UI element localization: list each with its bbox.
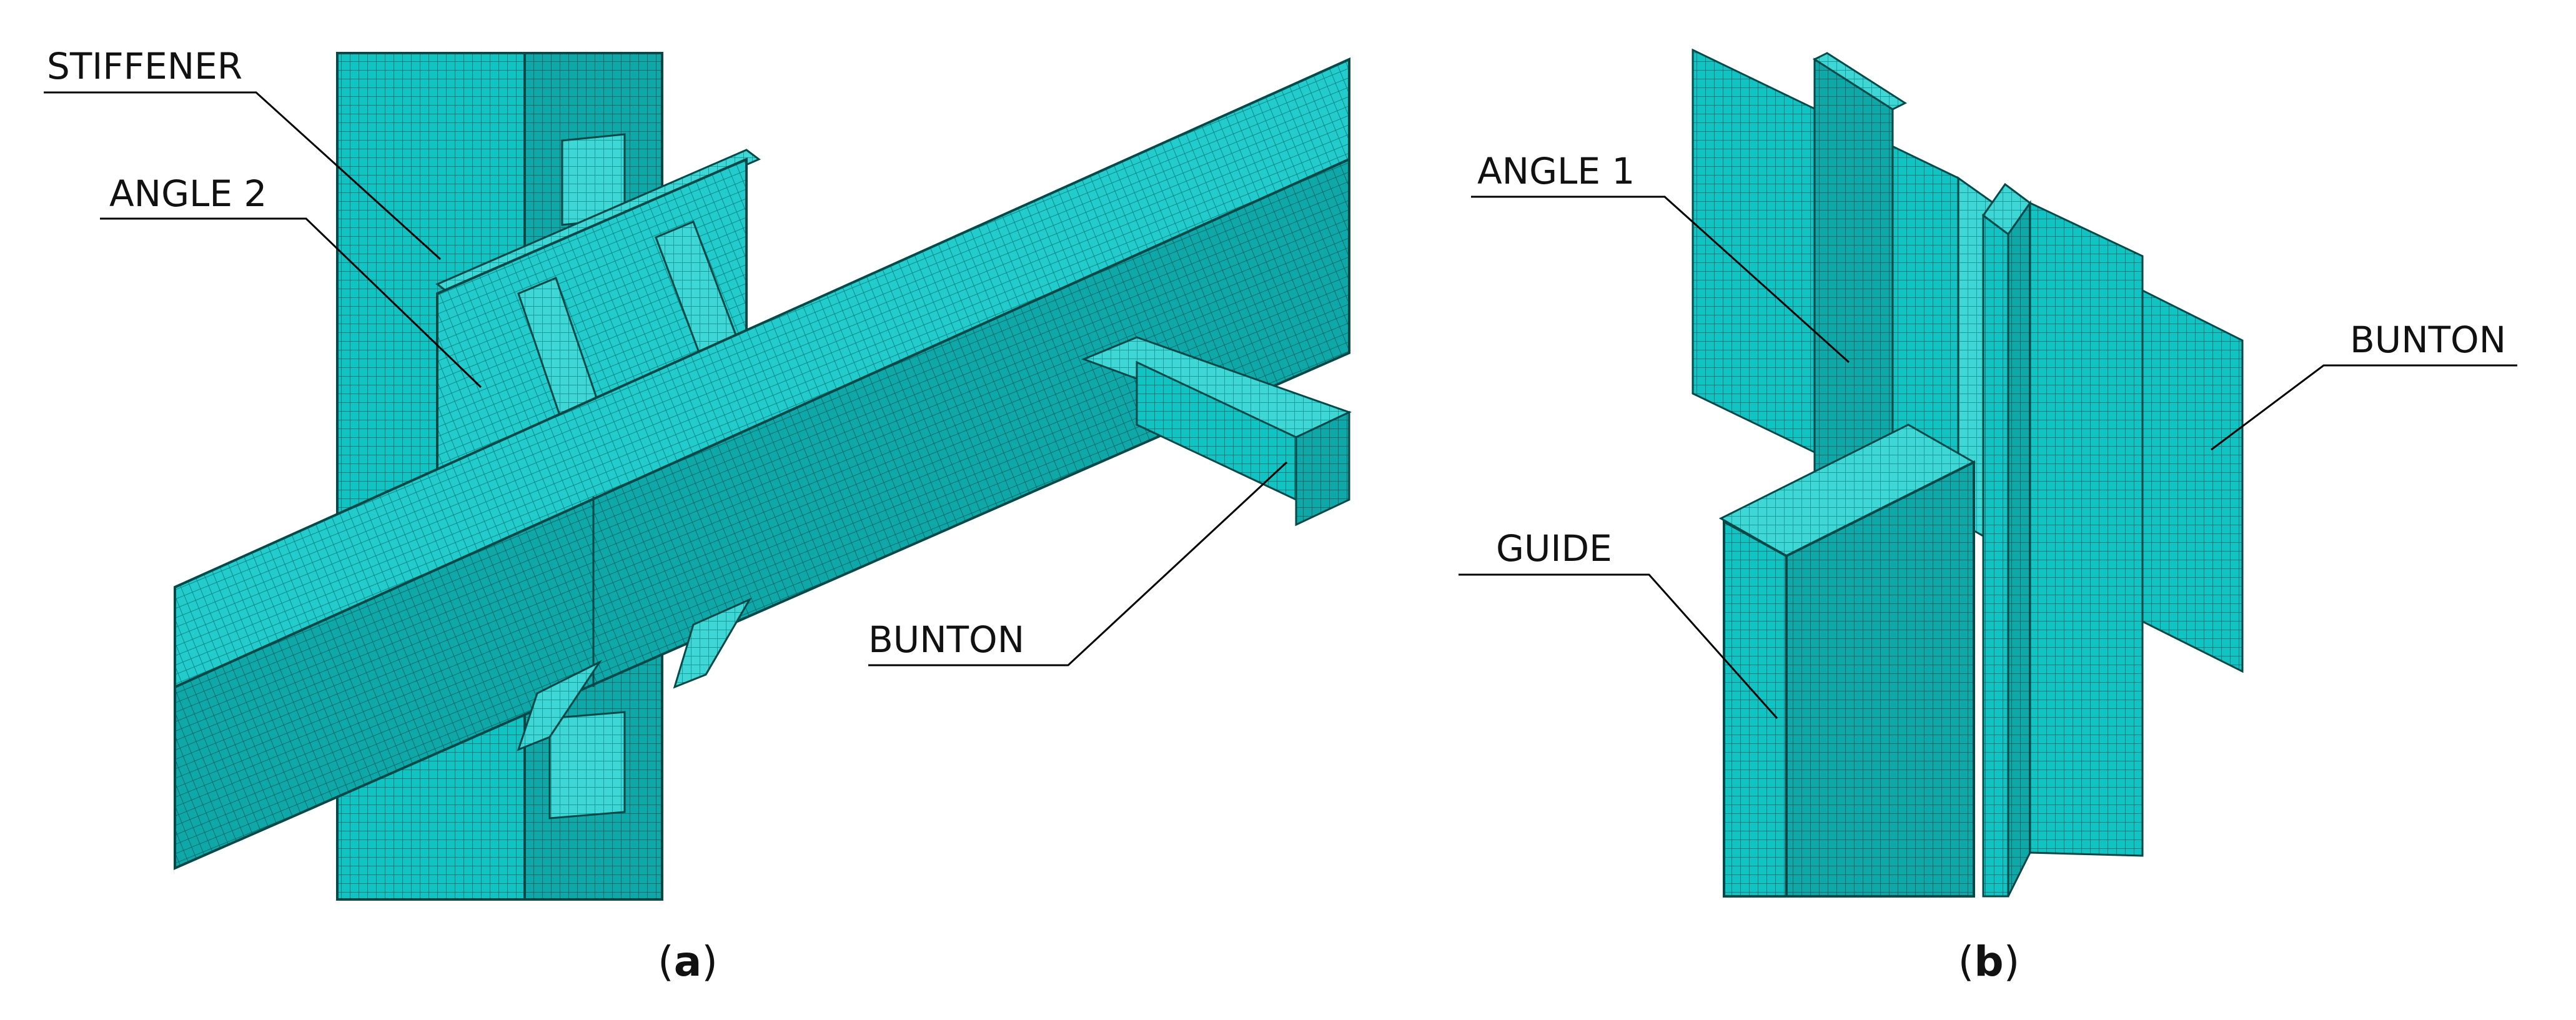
angle-2-leader <box>100 217 482 389</box>
panel-b: ANGLE 1 GUIDE BUNTON (b) <box>1459 48 2517 986</box>
angle-1-leader <box>1471 196 1850 364</box>
bunton-label-a: BUNTON <box>868 618 1024 661</box>
stiffener-label: STIFFENER <box>47 45 242 87</box>
guide-label: GUIDE <box>1496 527 1612 570</box>
panel-a-lower-gussets <box>517 597 752 751</box>
angle-2-label: ANGLE 2 <box>109 172 267 215</box>
panel-a-main-beam <box>174 57 1350 871</box>
guide-leader <box>1459 573 1778 719</box>
bunton-label-b: BUNTON <box>2350 319 2506 361</box>
angle-1-label: ANGLE 1 <box>1477 150 1635 192</box>
panel-b-leaders <box>1459 196 2517 719</box>
panel-a-caption: (a) <box>658 938 718 986</box>
panel-a: STIFFENER ANGLE 2 BUNTON (a) <box>44 45 1352 986</box>
panel-b-guide <box>1718 423 1976 898</box>
bunton-leader-a <box>868 461 1288 666</box>
stiffener-leader <box>44 91 442 260</box>
panel-b-post <box>1981 182 2144 898</box>
panel-b-caption: (b) <box>1958 938 2020 986</box>
panel-a-leaders <box>44 91 1288 666</box>
panel-a-bunton <box>1081 336 1352 527</box>
bunton-leader-b <box>2211 364 2517 451</box>
